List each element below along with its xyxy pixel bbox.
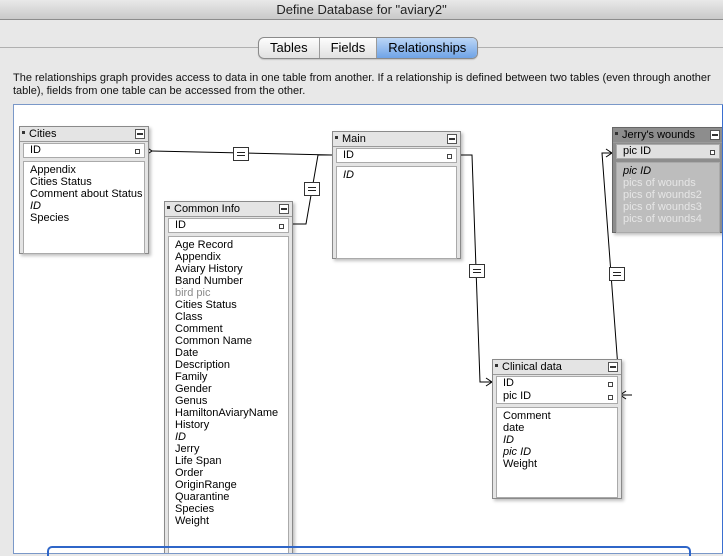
field-row[interactable]: Aviary History	[175, 263, 243, 275]
toolbar-edge	[47, 546, 691, 556]
window-title: Define Database for "aviary2"	[0, 0, 723, 20]
field-row[interactable]: Band Number	[175, 275, 243, 287]
relationship-indicator-main-clinical[interactable]	[469, 264, 485, 278]
field-row[interactable]: Weight	[503, 458, 538, 470]
table-name: Clinical data	[502, 361, 562, 373]
field-row[interactable]: pic ID	[503, 446, 532, 458]
field-row[interactable]: pics of wounds	[623, 177, 696, 189]
collapse-icon[interactable]	[710, 130, 720, 140]
collapse-icon[interactable]	[447, 134, 457, 144]
collapse-icon[interactable]	[279, 204, 289, 214]
table-header[interactable]: Main	[333, 132, 460, 147]
table-cities[interactable]: Cities ID Appendix Cities Status Comment…	[19, 126, 149, 254]
field-row[interactable]: Common Name	[175, 335, 253, 347]
key-fields: ID	[23, 143, 145, 158]
key-field-row[interactable]: pic ID	[497, 390, 617, 403]
table-name: Main	[342, 133, 366, 145]
field-row[interactable]: Comment	[175, 323, 223, 335]
key-fields: ID pic ID	[496, 376, 618, 404]
field-row[interactable]: date	[503, 422, 525, 434]
table-name: Common Info	[174, 203, 241, 215]
field-row[interactable]: Species	[30, 212, 70, 224]
relationship-indicator-commoninfo-main[interactable]	[304, 182, 320, 196]
key-fields: pic ID	[616, 144, 720, 159]
field-row[interactable]: Genus	[175, 395, 208, 407]
field-row[interactable]: bird pic	[175, 287, 211, 299]
field-row[interactable]: pic ID	[623, 165, 652, 177]
table-header[interactable]: Clinical data	[493, 360, 621, 375]
table-name: Jerry's wounds	[622, 129, 696, 141]
field-row[interactable]: Order	[175, 467, 204, 479]
table-header[interactable]: Cities	[20, 127, 148, 142]
field-row[interactable]: pics of wounds4	[623, 213, 702, 225]
field-row[interactable]: HamiltonAviaryName	[175, 407, 279, 419]
field-row[interactable]: Age Record	[175, 239, 234, 251]
field-row[interactable]: OriginRange	[175, 479, 237, 491]
tab-bar: Tables Fields Relationships	[258, 37, 479, 59]
tab-tables[interactable]: Tables	[259, 38, 320, 58]
relationship-indicator-cities-main[interactable]	[233, 147, 249, 161]
field-row[interactable]: Weight	[175, 515, 210, 527]
tab-relationships[interactable]: Relationships	[377, 38, 478, 58]
field-row[interactable]: Cities Status	[175, 299, 237, 311]
relationship-indicator-wounds-clinical[interactable]	[609, 267, 625, 281]
field-list: Age Record Appendix Aviary History Band …	[168, 236, 289, 553]
field-row[interactable]: ID	[503, 434, 514, 446]
key-field-row[interactable]: pic ID	[617, 145, 719, 158]
field-row[interactable]: Jerry	[175, 443, 200, 455]
table-header[interactable]: Jerry's wounds	[613, 128, 722, 143]
collapse-icon[interactable]	[608, 362, 618, 372]
field-row[interactable]: Class	[175, 311, 203, 323]
key-fields: ID	[168, 218, 289, 233]
field-list: Appendix Cities Status Comment about Sta…	[23, 161, 145, 254]
field-row[interactable]: Comment	[503, 410, 551, 422]
table-name: Cities	[29, 128, 57, 140]
key-field-row[interactable]: ID	[24, 144, 144, 157]
key-field-row[interactable]: ID	[337, 149, 456, 162]
key-field-row[interactable]: ID	[497, 377, 617, 390]
field-list: pic ID pics of wounds pics of wounds2 pi…	[616, 162, 720, 233]
table-header[interactable]: Common Info	[165, 202, 292, 217]
field-row[interactable]: ID	[343, 169, 354, 181]
key-field-row[interactable]: ID	[169, 219, 288, 232]
tab-fields[interactable]: Fields	[320, 38, 378, 58]
field-row[interactable]: pics of wounds2	[623, 189, 702, 201]
field-row[interactable]: History	[175, 419, 210, 431]
field-row[interactable]: ID	[30, 200, 41, 212]
field-row[interactable]: Family	[175, 371, 208, 383]
field-row[interactable]: pics of wounds3	[623, 201, 702, 213]
field-row[interactable]: Appendix	[175, 251, 221, 263]
table-jerrys-wounds[interactable]: Jerry's wounds pic ID pic ID pics of wou…	[612, 127, 722, 233]
field-row[interactable]: Quarantine	[175, 491, 230, 503]
relationships-graph[interactable]: Cities ID Appendix Cities Status Comment…	[13, 104, 723, 554]
field-row[interactable]: Species	[175, 503, 215, 515]
field-row[interactable]: Comment about Status	[30, 188, 143, 200]
field-row[interactable]: ID	[175, 431, 186, 443]
field-row[interactable]: Appendix	[30, 164, 76, 176]
field-row[interactable]: Date	[175, 347, 199, 359]
field-row[interactable]: Gender	[175, 383, 212, 395]
field-list: ID	[336, 166, 457, 259]
table-common-info[interactable]: Common Info ID Age Record Appendix Aviar…	[164, 201, 293, 553]
table-clinical-data[interactable]: Clinical data ID pic ID Comment date ID …	[492, 359, 622, 499]
collapse-icon[interactable]	[135, 129, 145, 139]
relationships-description: The relationships graph provides access …	[13, 72, 711, 97]
field-list: Comment date ID pic ID Weight	[496, 407, 618, 498]
field-row[interactable]: Description	[175, 359, 231, 371]
table-main[interactable]: Main ID ID	[332, 131, 461, 259]
key-fields: ID	[336, 148, 457, 163]
field-row[interactable]: Life Span	[175, 455, 222, 467]
field-row[interactable]: Cities Status	[30, 176, 92, 188]
